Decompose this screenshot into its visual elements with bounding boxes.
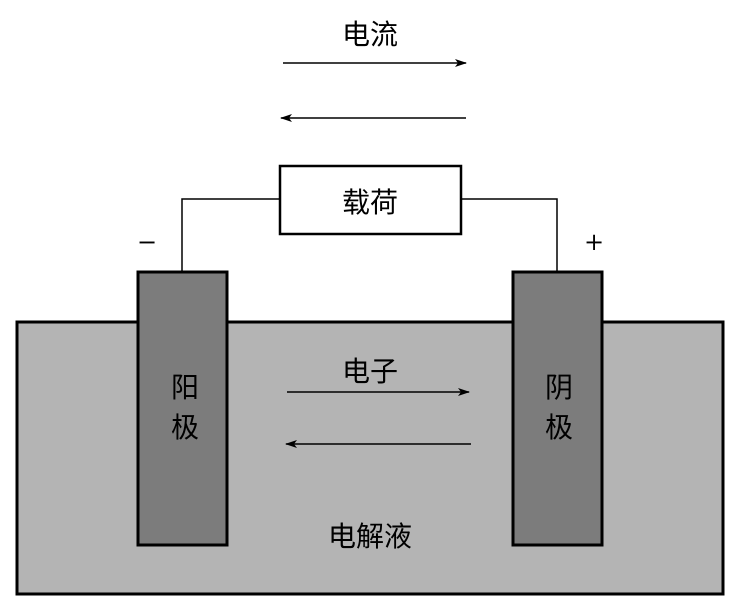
cathode-label-line1: 阴 [545, 371, 573, 404]
negative-sign: − [137, 228, 157, 256]
load-box [278, 164, 463, 236]
cathode-electrode [511, 270, 604, 547]
load-label: 载荷 [342, 186, 398, 219]
positive-sign: + [584, 228, 604, 256]
anode-electrode [136, 270, 229, 547]
electrolyte-label: 电解液 [328, 520, 412, 553]
wire-right [461, 198, 558, 272]
electrolyte-tank [15, 320, 725, 596]
electron-label: 电子 [342, 355, 398, 388]
current-label: 电流 [342, 18, 398, 51]
anode-label-line1: 阳 [171, 371, 199, 404]
wire-left [181, 198, 280, 272]
anode-label-line2: 极 [171, 411, 199, 444]
cathode-label-line2: 极 [545, 411, 573, 444]
